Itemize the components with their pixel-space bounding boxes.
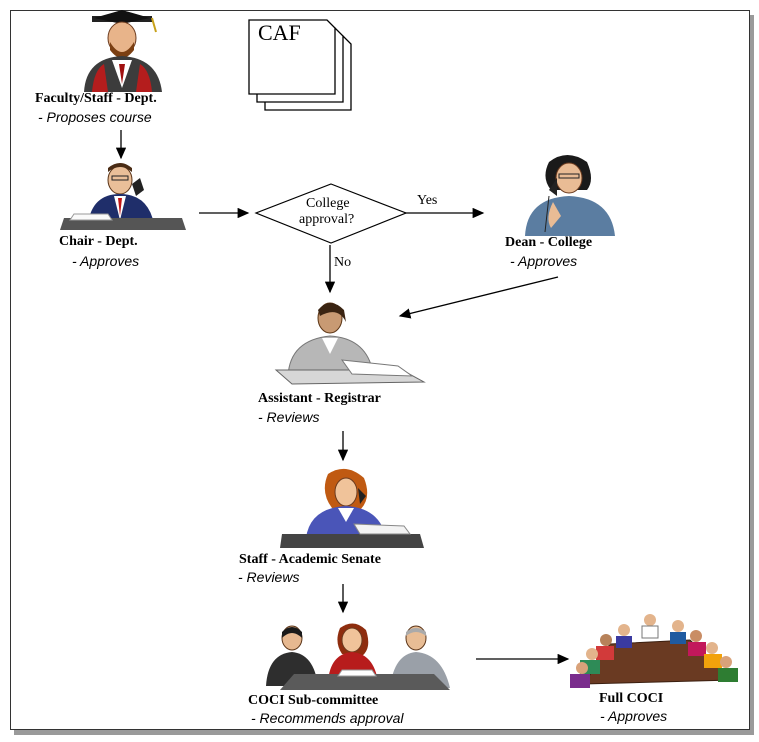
registrar-role: - Reviews	[258, 409, 320, 425]
full-coci-role: - Approves	[600, 708, 668, 724]
caf-document-label: CAF	[258, 20, 301, 45]
senate-role: - Reviews	[238, 569, 300, 585]
coci-sub-role: - Recommends approval	[251, 710, 404, 726]
decision-text-line2: approval?	[299, 212, 355, 227]
registrar-title: Assistant - Registrar	[258, 391, 381, 406]
arrow-dean-to-registrar	[398, 276, 559, 319]
faculty-role: - Proposes course	[38, 109, 152, 125]
graduate-faculty-icon	[84, 10, 162, 92]
chair-title: Chair - Dept.	[59, 234, 138, 249]
chair-person-icon	[60, 163, 186, 230]
decision-text-line1: College	[306, 196, 350, 211]
chair-role: - Approves	[72, 253, 140, 269]
registrar-assistant-icon	[274, 302, 426, 385]
faculty-title: Faculty/Staff - Dept.	[35, 91, 157, 106]
coci-sub-title: COCI Sub-committee	[248, 693, 379, 708]
coci-subcommittee-meeting-icon	[266, 623, 450, 690]
senate-title: Staff - Academic Senate	[239, 552, 381, 567]
senate-staff-icon	[280, 468, 424, 548]
decision-no-label: No	[334, 255, 352, 270]
caf-document-stack-icon	[248, 19, 352, 111]
dean-person-icon	[525, 155, 615, 236]
full-coci-title: Full COCI	[599, 691, 664, 706]
full-coci-conference-icon	[570, 614, 738, 688]
decision-diamond	[254, 183, 408, 244]
dean-role: - Approves	[510, 253, 578, 269]
dean-title: Dean - College	[505, 235, 593, 250]
decision-yes-label: Yes	[417, 193, 438, 208]
